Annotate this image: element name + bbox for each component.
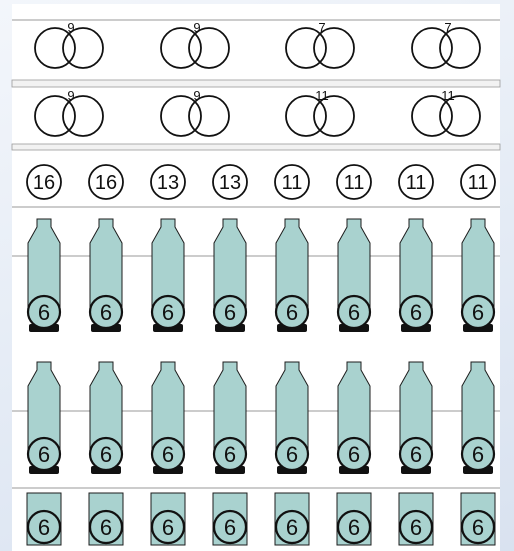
count-label: 6 — [286, 515, 298, 540]
shelf-edge — [12, 144, 500, 150]
count-circle: 11 — [337, 165, 371, 199]
bottle: 6 — [152, 362, 184, 474]
count-label: 6 — [224, 300, 236, 325]
jar: 6 — [399, 493, 433, 545]
count-label: 7 — [318, 20, 325, 35]
count-circle: 11 — [275, 165, 309, 199]
count-label: 6 — [38, 300, 50, 325]
count-label: 11 — [282, 172, 303, 194]
count-label: 6 — [472, 442, 484, 467]
count-label: 6 — [224, 515, 236, 540]
count-circle: 16 — [89, 165, 123, 199]
count-label: 11 — [468, 172, 489, 194]
count-label: 11 — [441, 88, 455, 103]
jar: 6 — [275, 493, 309, 545]
count-label: 13 — [157, 172, 179, 194]
bottle: 6 — [214, 362, 246, 474]
count-label: 6 — [38, 515, 50, 540]
count-label: 6 — [410, 300, 422, 325]
bottle: 6 — [152, 219, 184, 332]
count-label: 6 — [348, 300, 360, 325]
count-circle: 13 — [151, 165, 185, 199]
count-label: 6 — [410, 442, 422, 467]
bottle: 6 — [400, 362, 432, 474]
bottle: 6 — [28, 362, 60, 474]
count-label: 7 — [444, 20, 451, 35]
count-label: 6 — [162, 515, 174, 540]
count-label: 6 — [472, 515, 484, 540]
count-label: 6 — [410, 515, 422, 540]
count-label: 6 — [100, 300, 112, 325]
jar: 6 — [461, 493, 495, 545]
count-label: 6 — [162, 300, 174, 325]
count-label: 16 — [95, 172, 117, 194]
bottle: 6 — [462, 219, 494, 332]
count-circle: 11 — [399, 165, 433, 199]
bottle: 6 — [28, 219, 60, 332]
count-label: 6 — [100, 442, 112, 467]
bottle: 6 — [214, 219, 246, 332]
jar: 6 — [89, 493, 123, 545]
count-label: 6 — [100, 515, 112, 540]
count-label: 6 — [286, 442, 298, 467]
bottle: 6 — [462, 362, 494, 474]
count-label: 6 — [286, 300, 298, 325]
count-label: 6 — [38, 442, 50, 467]
count-label: 11 — [315, 88, 329, 103]
shelf-edge — [12, 80, 500, 87]
count-label: 9 — [67, 20, 74, 35]
count-label: 9 — [193, 88, 200, 103]
count-label: 11 — [344, 172, 365, 194]
jar: 6 — [337, 493, 371, 545]
jar: 6 — [151, 493, 185, 545]
bottle: 6 — [90, 362, 122, 474]
count-label: 6 — [348, 515, 360, 540]
count-label: 6 — [162, 442, 174, 467]
count-label: 6 — [348, 442, 360, 467]
count-circle: 13 — [213, 165, 247, 199]
count-label: 13 — [219, 172, 241, 194]
jar: 6 — [27, 493, 61, 545]
count-label: 9 — [193, 20, 200, 35]
count-label: 9 — [67, 88, 74, 103]
bottle: 6 — [90, 219, 122, 332]
bottle: 6 — [276, 219, 308, 332]
count-label: 6 — [472, 300, 484, 325]
count-label: 16 — [33, 172, 55, 194]
count-label: 6 — [224, 442, 236, 467]
count-circle: 16 — [27, 165, 61, 199]
count-label: 11 — [406, 172, 427, 194]
bottle: 6 — [276, 362, 308, 474]
count-circle: 11 — [461, 165, 495, 199]
bottle: 6 — [400, 219, 432, 332]
bottle: 6 — [338, 219, 370, 332]
bottle: 6 — [338, 362, 370, 474]
jar: 6 — [213, 493, 247, 545]
